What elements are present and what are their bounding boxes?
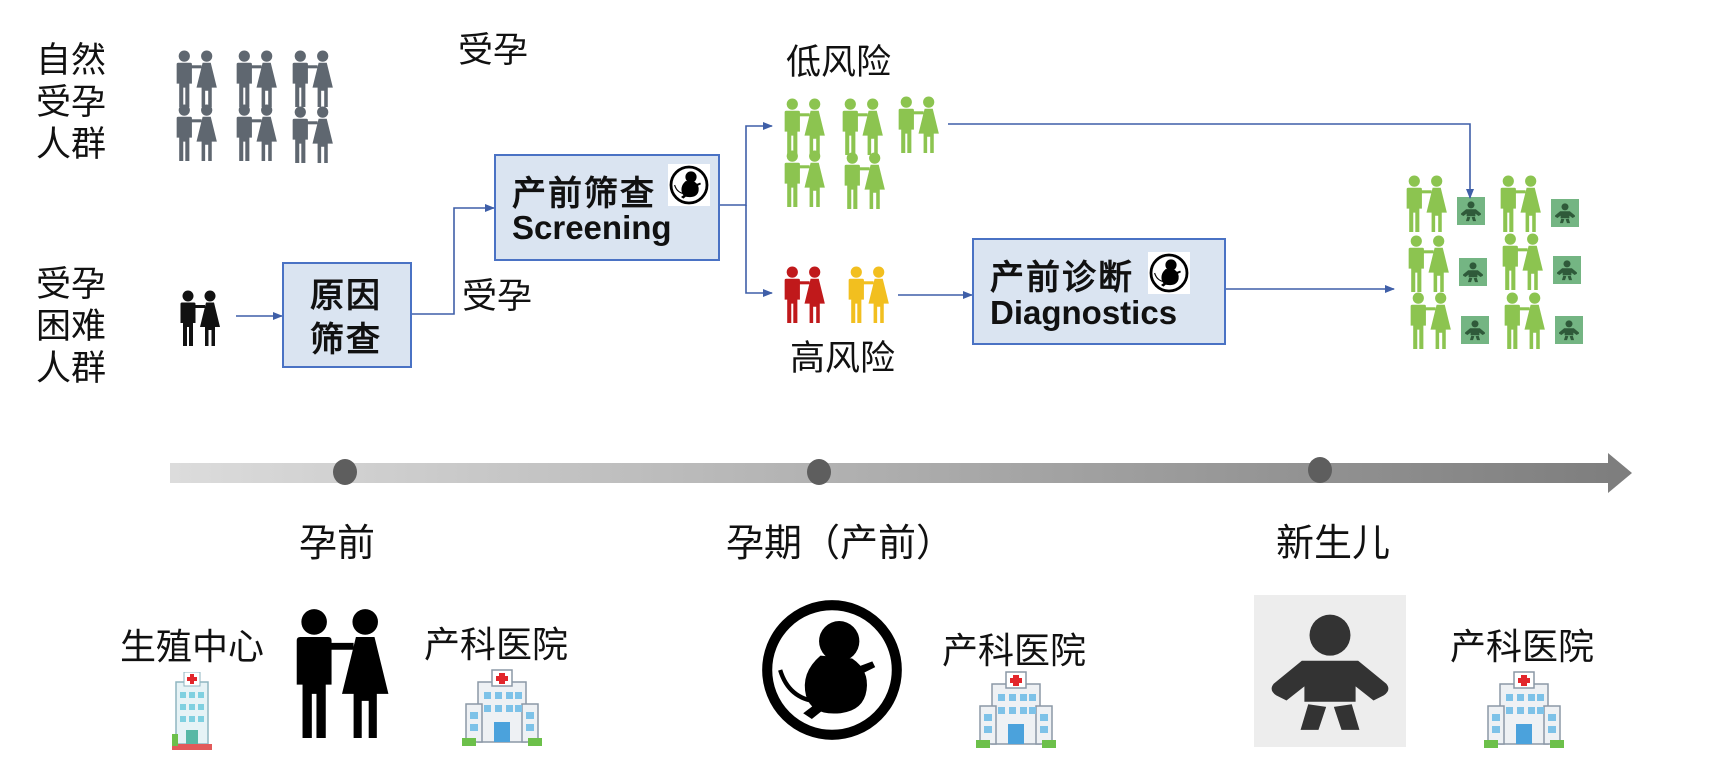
diagnostics-en-label: Diagnostics xyxy=(990,294,1178,331)
couple-icon xyxy=(785,99,825,155)
high-risk-label: 高风险 xyxy=(790,339,896,379)
timeline xyxy=(170,453,1632,493)
low-risk-icons xyxy=(785,97,939,209)
couple-icon xyxy=(1503,234,1543,290)
screening-en-label: Screening xyxy=(512,209,672,246)
timeline-dot-newborn xyxy=(1308,457,1332,483)
stage-label-pregnancy: 孕期（产前） xyxy=(725,521,955,565)
timeline-arrow xyxy=(170,453,1632,493)
couple-icon xyxy=(237,51,277,107)
stage-label-newborn: 新生儿 xyxy=(1275,521,1391,565)
ob-hospital-label-3: 产科医院 xyxy=(1450,627,1595,668)
hospital-icon xyxy=(975,671,1057,749)
hospital-icon xyxy=(1483,671,1565,749)
couple-icon xyxy=(293,51,333,107)
couple-icon xyxy=(785,267,825,323)
couple-icon xyxy=(297,609,389,738)
natural-population-icons xyxy=(177,51,333,163)
couple-icon xyxy=(181,291,221,347)
conceive-label-mid: 受孕 xyxy=(462,277,533,317)
conceive-label-top: 受孕 xyxy=(458,31,529,71)
flow-connectors xyxy=(236,122,1474,320)
arrow-to-high-risk xyxy=(745,205,773,297)
arrow-low-risk-to-outcome xyxy=(948,123,1474,199)
couple-icon xyxy=(1505,293,1545,349)
couple-icon xyxy=(849,267,889,323)
couple-icon xyxy=(1411,293,1451,349)
couple-icon xyxy=(293,107,333,163)
difficult-population-label: 受孕 困难 人群 xyxy=(36,265,107,389)
diagnostics-cn-label: 产前诊断 xyxy=(990,258,1134,298)
diagnostics-box: 产前诊断 Diagnostics xyxy=(972,238,1226,345)
timeline-dot-preconception xyxy=(333,459,357,485)
couple-icon xyxy=(785,151,825,207)
couple-icon xyxy=(1501,176,1541,232)
screening-cn-label: 产前筛查 xyxy=(512,174,656,214)
stage-label-preconception: 孕前 xyxy=(298,521,376,565)
embryo-icon xyxy=(767,605,897,735)
couple-icon xyxy=(899,97,939,153)
couple-icon xyxy=(177,105,217,161)
low-risk-label: 低风险 xyxy=(786,43,892,83)
ob-hospital-label-2: 产科医院 xyxy=(942,631,1087,672)
cause-screening-box: 原因 筛查 xyxy=(282,262,412,368)
couple-icon xyxy=(845,153,885,209)
embryo-icon xyxy=(1148,252,1190,294)
clinic-icon xyxy=(172,672,212,751)
ob-hospital-label-1: 产科医院 xyxy=(424,625,569,666)
outcome-icons xyxy=(1407,176,1583,349)
couple-icon xyxy=(177,51,217,107)
couple-icon xyxy=(1409,236,1449,292)
arrow-to-screening xyxy=(412,204,495,315)
cause-screening-label: 原因 筛查 xyxy=(310,276,382,360)
couple-icon xyxy=(1407,176,1447,232)
embryo-icon xyxy=(668,164,710,206)
natural-population-label: 自然 受孕 人群 xyxy=(36,41,107,165)
couple-icon xyxy=(843,99,883,155)
reproductive-center-label: 生殖中心 xyxy=(120,627,265,668)
hospital-icon xyxy=(461,669,543,747)
screening-box: 产前筛查 Screening xyxy=(494,154,720,261)
couple-icon xyxy=(237,105,277,161)
arrow-to-low-risk xyxy=(720,122,773,206)
timeline-dot-pregnancy xyxy=(807,459,831,485)
